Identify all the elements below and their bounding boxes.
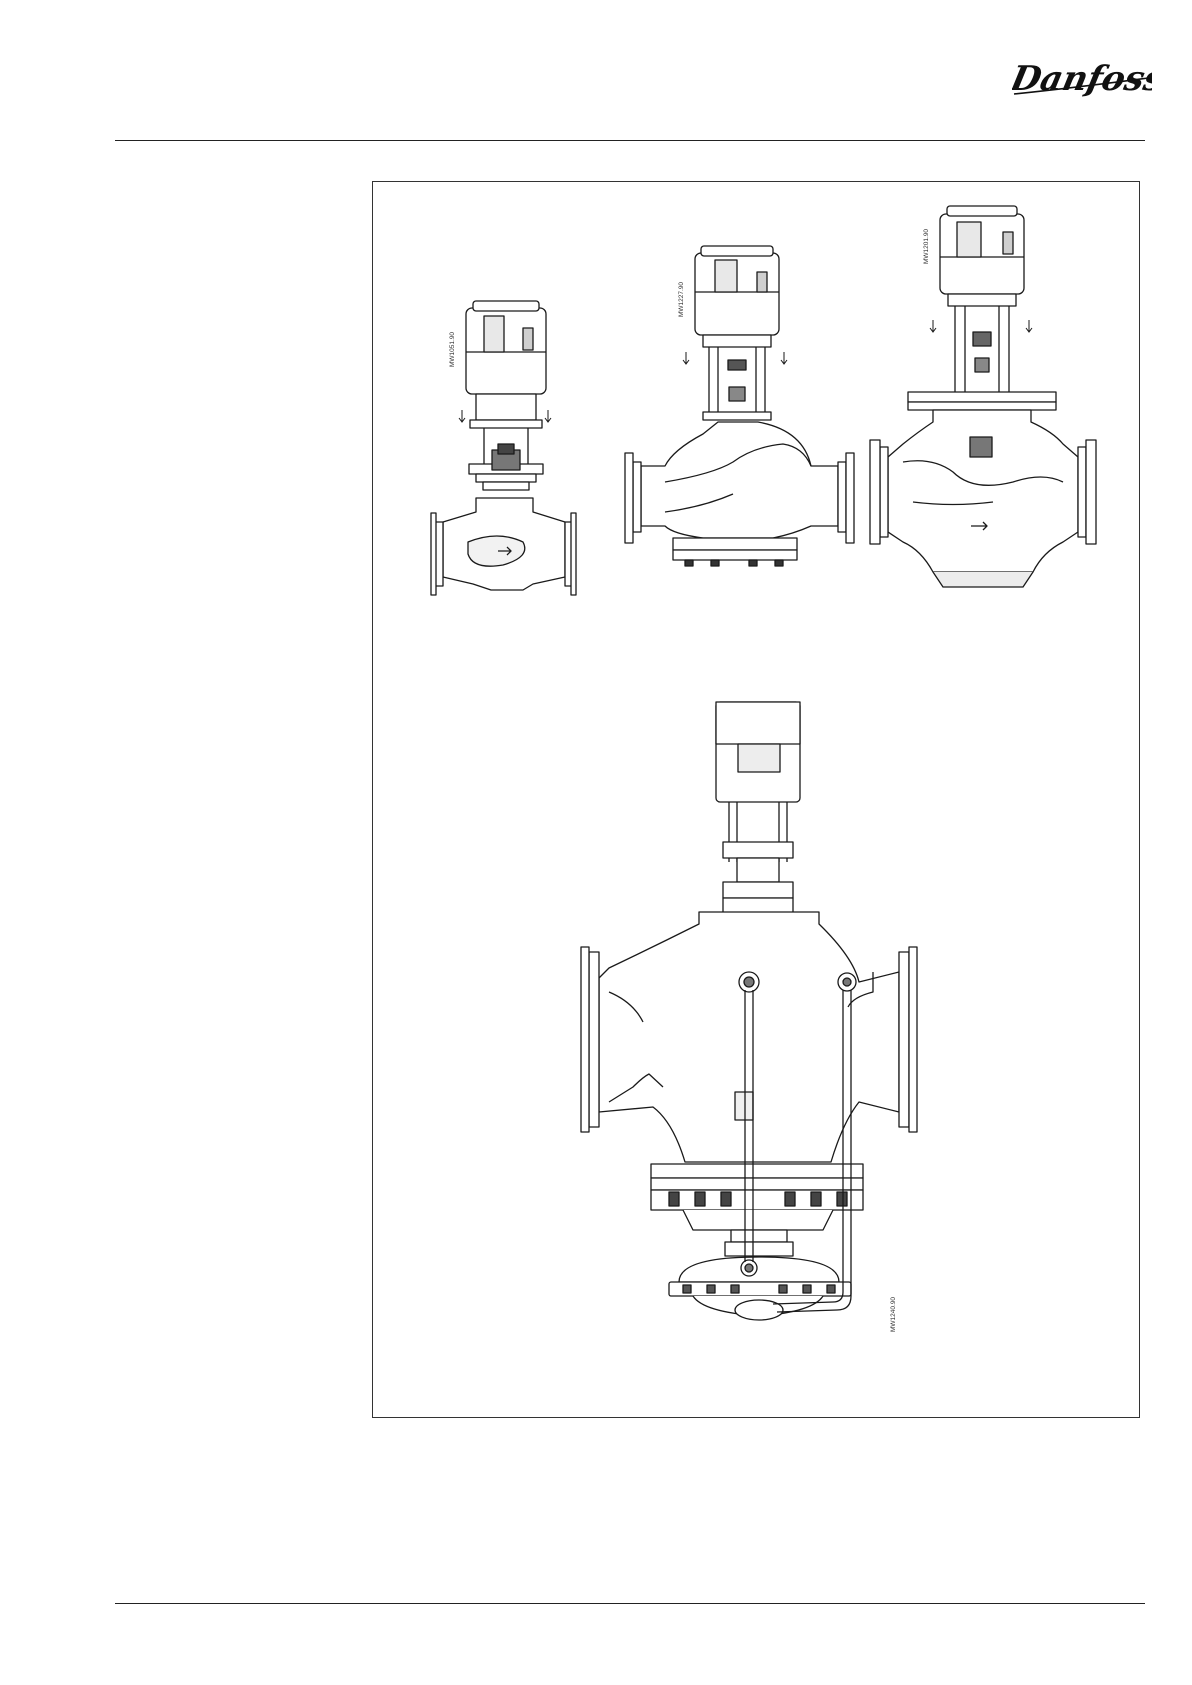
svg-text:Danfoss: Danfoss <box>1012 59 1152 99</box>
drawing-id-2: MW1227.90 <box>678 282 685 317</box>
drawing-id-1: MW1051.90 <box>449 332 456 367</box>
valve-drawing-2 <box>625 246 854 566</box>
drawing-id-3: MW1201.90 <box>923 229 930 264</box>
valve-drawings: MW1051.90 MW1227.90 MW1201.90 MW1240.90 <box>373 182 1141 1419</box>
danfoss-logo: Danfoss <box>1012 48 1152 108</box>
footer-rule <box>115 1603 1145 1604</box>
valve-drawing-4 <box>581 702 917 1320</box>
header-rule <box>115 140 1145 141</box>
valve-drawing-3 <box>870 206 1096 587</box>
figure-frame: MW1051.90 MW1227.90 MW1201.90 MW1240.90 <box>372 181 1140 1418</box>
drawing-id-4: MW1240.90 <box>890 1297 897 1332</box>
